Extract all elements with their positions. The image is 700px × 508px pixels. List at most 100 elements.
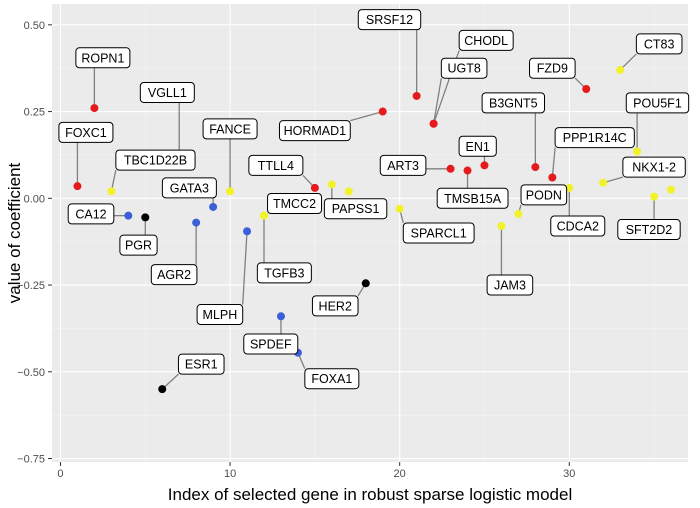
label-box: [486, 274, 534, 296]
gene-label-sft2d2: SFT2D2: [617, 219, 681, 241]
gene-label-en1: EN1: [458, 135, 497, 157]
gene-label-ugt8: UGT8: [440, 57, 488, 79]
label-text: JAM3: [494, 279, 526, 293]
point-pgr: [141, 213, 150, 222]
gene-label-ct83: CT83: [635, 33, 683, 55]
gene-label-tmcc2: TMCC2: [267, 193, 323, 215]
point-papss1: [327, 180, 336, 189]
point-nkx1-2: [599, 178, 608, 187]
point-tmsb15a: [463, 166, 472, 175]
point-her2: [361, 279, 370, 288]
label-box: [119, 234, 158, 256]
label-text: VGLL1: [148, 86, 187, 100]
label-box: [617, 219, 681, 241]
label-text: FOXA1: [311, 372, 352, 386]
y-axis-title: value of coefficient: [5, 162, 24, 303]
label-text: EN1: [466, 140, 490, 154]
label-text: TMCC2: [273, 197, 316, 211]
label-text: TMSB15A: [444, 192, 502, 206]
label-box: [196, 304, 244, 326]
leader-line: [432, 78, 442, 124]
label-box: [635, 33, 683, 55]
gene-label-ca12: CA12: [67, 203, 115, 225]
gene-label-ropn1: ROPN1: [75, 47, 131, 69]
point-jam3: [497, 222, 506, 231]
point-papss1b: [344, 187, 353, 196]
label-text: SPDEF: [250, 338, 292, 352]
label-text: SRSF12: [366, 13, 413, 27]
leader-line: [350, 110, 383, 122]
leader-line: [551, 147, 556, 178]
gene-label-pou5f1: POU5F1: [625, 92, 690, 114]
label-box: [529, 57, 576, 79]
y-tick-label: −0.75: [17, 454, 45, 466]
point-esr1: [158, 385, 167, 394]
point-foxc1: [73, 182, 82, 191]
label-box: [357, 9, 422, 31]
gene-label-nkx1-2: NKX1-2: [622, 156, 686, 178]
label-text: POU5F1: [633, 96, 682, 110]
label-box: [554, 127, 635, 149]
label-box: [256, 262, 312, 284]
y-tick-label: 0.00: [24, 193, 45, 205]
gene-label-papss1: PAPSS1: [323, 198, 388, 220]
label-text: NKX1-2: [632, 161, 676, 175]
label-box: [323, 198, 388, 220]
label-text: PAPSS1: [332, 202, 380, 216]
gene-label-her2: HER2: [311, 295, 359, 317]
label-box: [267, 193, 323, 215]
x-tick-label: 20: [394, 468, 406, 480]
label-text: MLPH: [203, 308, 238, 322]
label-text: GATA3: [170, 181, 209, 195]
x-axis-title: Index of selected gene in robust sparse …: [168, 485, 572, 504]
gene-label-mlph: MLPH: [196, 304, 244, 326]
gene-label-agr2: AGR2: [150, 264, 198, 286]
point-sft2d2: [650, 192, 659, 201]
point-srsf12: [412, 91, 421, 100]
label-text: ESR1: [185, 358, 218, 372]
point-chodl: [429, 119, 438, 128]
gene-label-cdca2: CDCA2: [550, 215, 606, 237]
label-text: FZD9: [537, 62, 568, 76]
label-text: SPARCL1: [411, 227, 467, 241]
gene-label-jam3: JAM3: [486, 274, 534, 296]
label-text: CHODL: [464, 34, 508, 48]
leader-line: [242, 231, 248, 305]
gene-label-tbc1d22b: TBC1D22B: [115, 149, 196, 171]
y-tick-label: 0.25: [24, 107, 45, 119]
point-fzd9: [582, 85, 591, 94]
point-cdca2: [565, 183, 574, 192]
label-text: FANCE: [209, 122, 251, 136]
y-tick-label: −0.25: [17, 280, 45, 292]
y-tick-label: 0.50: [24, 20, 45, 32]
label-box: [161, 177, 217, 199]
gene-label-vgll1: VGLL1: [139, 81, 195, 103]
label-box: [248, 154, 304, 176]
gene-label-chodl: CHODL: [458, 29, 514, 51]
label-text: SFT2D2: [626, 223, 673, 237]
label-box: [520, 184, 568, 206]
point-hormad1: [378, 107, 387, 116]
label-text: CDCA2: [557, 220, 599, 234]
y-tick-label: −0.50: [17, 367, 45, 379]
label-text: HER2: [319, 299, 352, 313]
label-box: [58, 121, 114, 143]
point-fance: [226, 187, 235, 196]
label-text: CT83: [644, 37, 675, 51]
label-text: AGR2: [157, 268, 191, 282]
label-box: [550, 215, 606, 237]
label-text: UGT8: [447, 62, 480, 76]
gene-label-tmsb15a: TMSB15A: [436, 187, 509, 209]
gene-label-podn: PODN: [520, 184, 568, 206]
gene-label-spdef: SPDEF: [243, 333, 299, 355]
label-box: [436, 187, 509, 209]
label-text: ART3: [387, 159, 419, 173]
label-text: PGR: [125, 239, 152, 253]
label-text: TTLL4: [258, 159, 294, 173]
point-podn: [514, 209, 523, 218]
point-tbc1d22b: [107, 187, 116, 196]
point-art3: [446, 164, 455, 173]
label-box: [150, 264, 198, 286]
